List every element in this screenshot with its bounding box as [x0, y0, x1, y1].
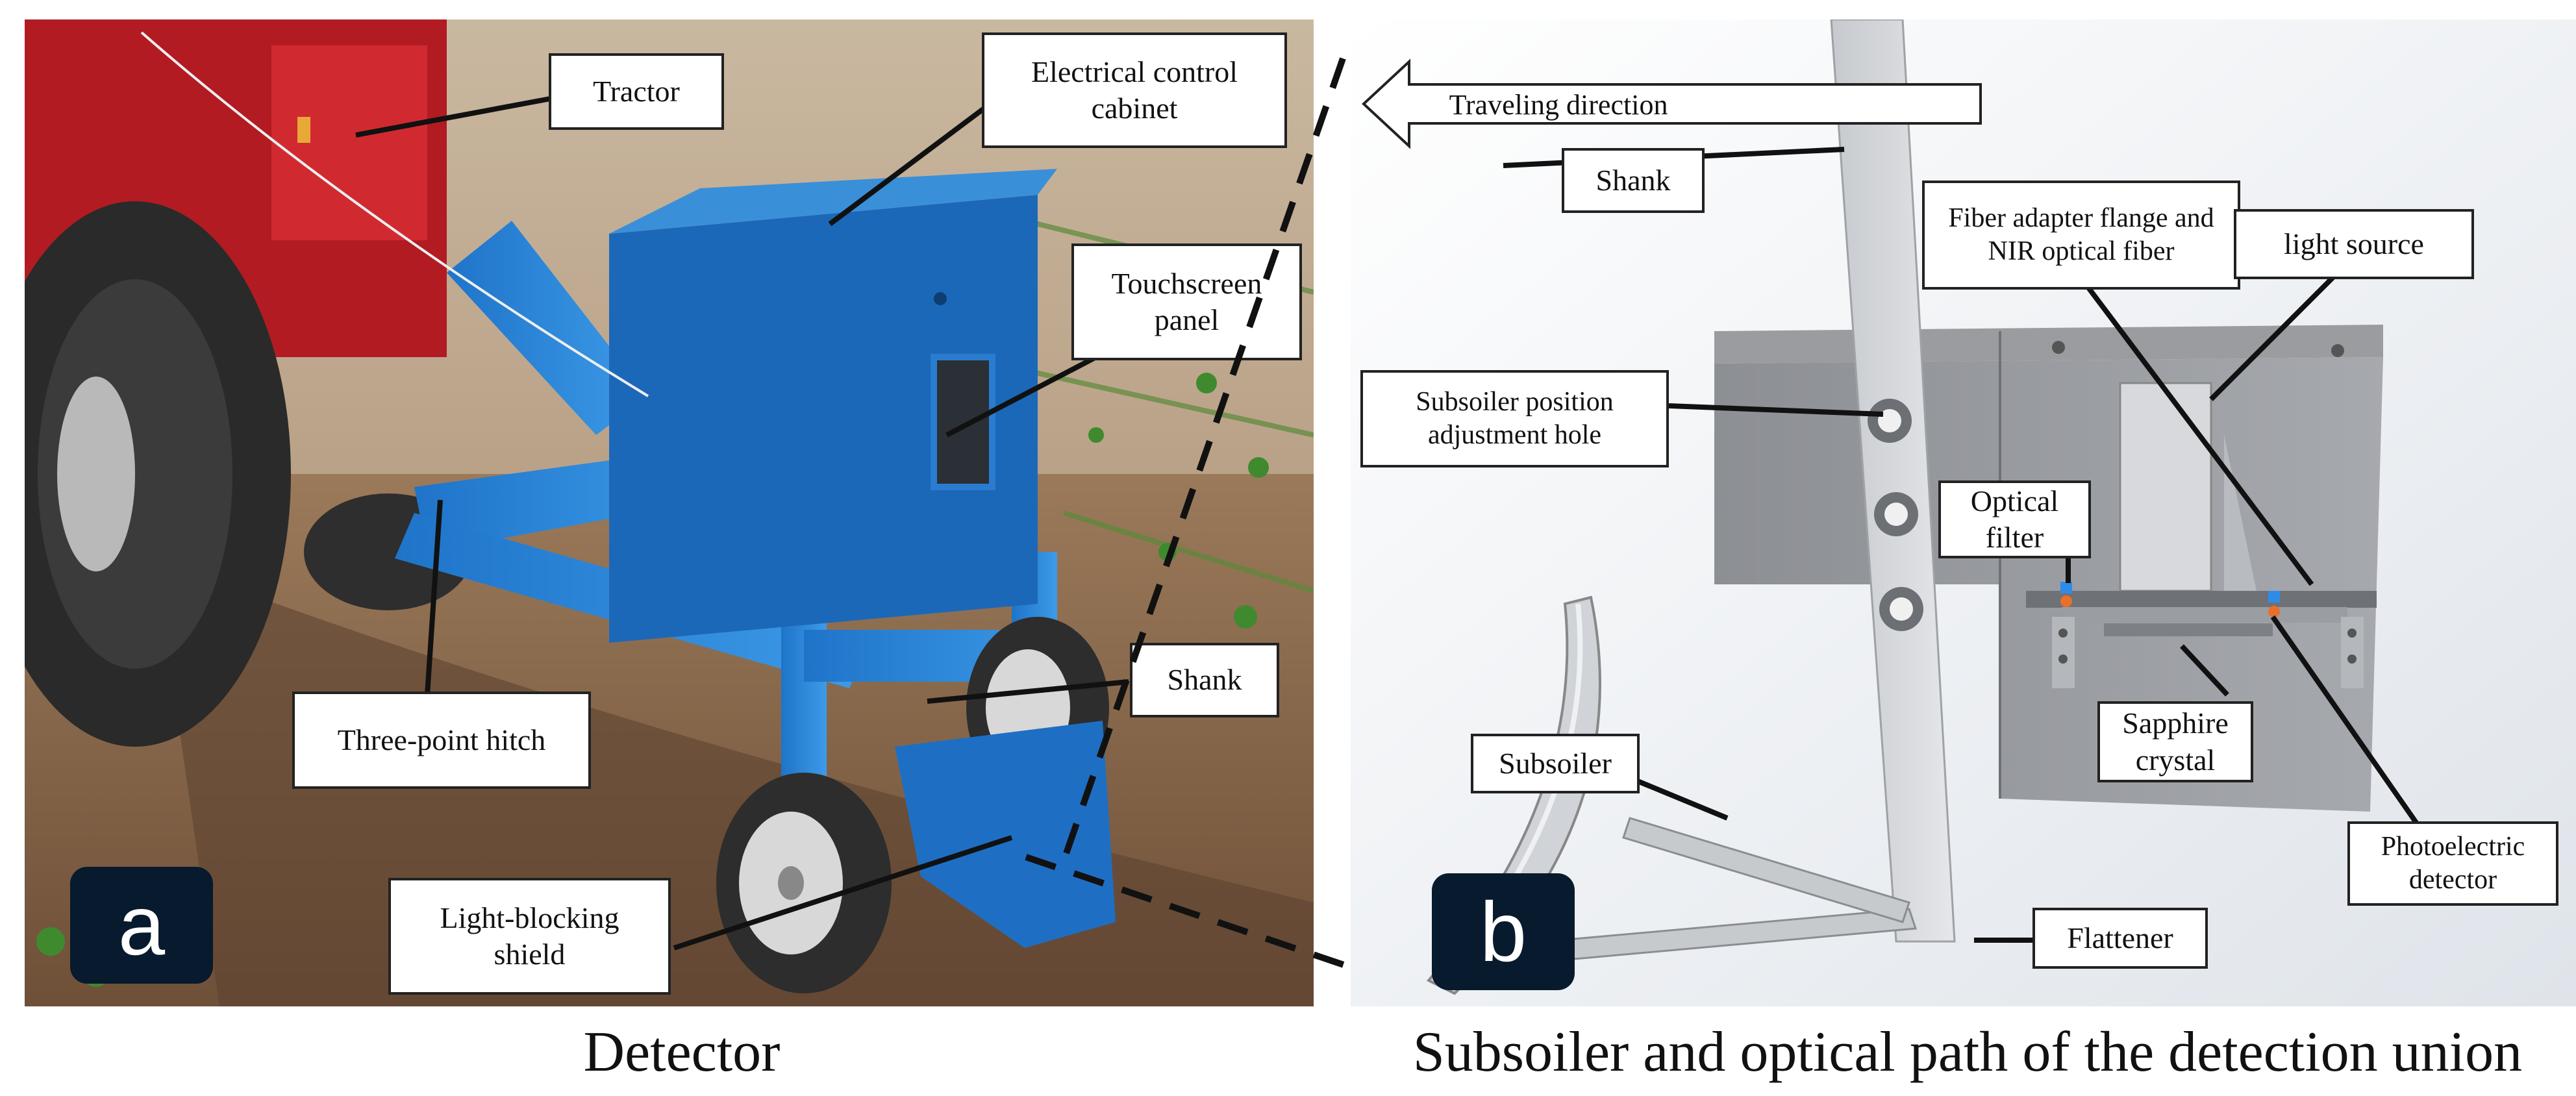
- badge-b: b: [1432, 873, 1575, 990]
- label-flattener: Flattener: [2032, 908, 2208, 969]
- label-light-source: light source: [2234, 209, 2474, 279]
- panel-a-photo: [25, 19, 1314, 1006]
- flattener-struts: [1544, 817, 1918, 962]
- label-three-point-hitch: Three-point hitch: [292, 691, 591, 789]
- traveling-direction-arrow: [1362, 58, 1982, 149]
- label-optical-filter: Optical filter: [1938, 480, 2091, 558]
- label-shank-b: Shank: [1562, 148, 1705, 213]
- label-light-blocking-shield: Light-blocking shield: [388, 878, 671, 995]
- label-shank-a: Shank: [1130, 643, 1279, 717]
- label-touchscreen-panel: Touchscreen panel: [1071, 243, 1302, 360]
- light-source-graphic: [2119, 382, 2212, 592]
- tractor-graphic: [25, 19, 473, 747]
- label-sapphire-crystal: Sapphire crystal: [2097, 701, 2253, 782]
- shank-shaft: [1830, 19, 1956, 943]
- label-traveling-direction: Traveling direction: [1449, 89, 1668, 121]
- label-subsoiler: Subsoiler: [1471, 734, 1640, 793]
- caption-b: Subsoiler and optical path of the detect…: [1412, 1021, 2523, 1084]
- label-tractor: Tractor: [549, 53, 724, 130]
- label-electrical-control-cabinet: Electrical control cabinet: [982, 32, 1287, 148]
- caption-a: Detector: [583, 1021, 781, 1084]
- adjustment-holes: [1868, 399, 1923, 631]
- detector-marker: [2268, 591, 2280, 603]
- control-cabinet-graphic: [609, 169, 1057, 643]
- label-photoelectric-detector: Photoelectric detector: [2347, 821, 2558, 906]
- badge-a: a: [70, 867, 213, 984]
- detector-illustration: [25, 19, 1314, 1006]
- optical-filter-marker: [2060, 582, 2072, 593]
- label-fiber-adapter: Fiber adapter flange and NIR optical fib…: [1922, 181, 2240, 290]
- label-adjustment-hole: Subsoiler position adjustment hole: [1360, 370, 1669, 467]
